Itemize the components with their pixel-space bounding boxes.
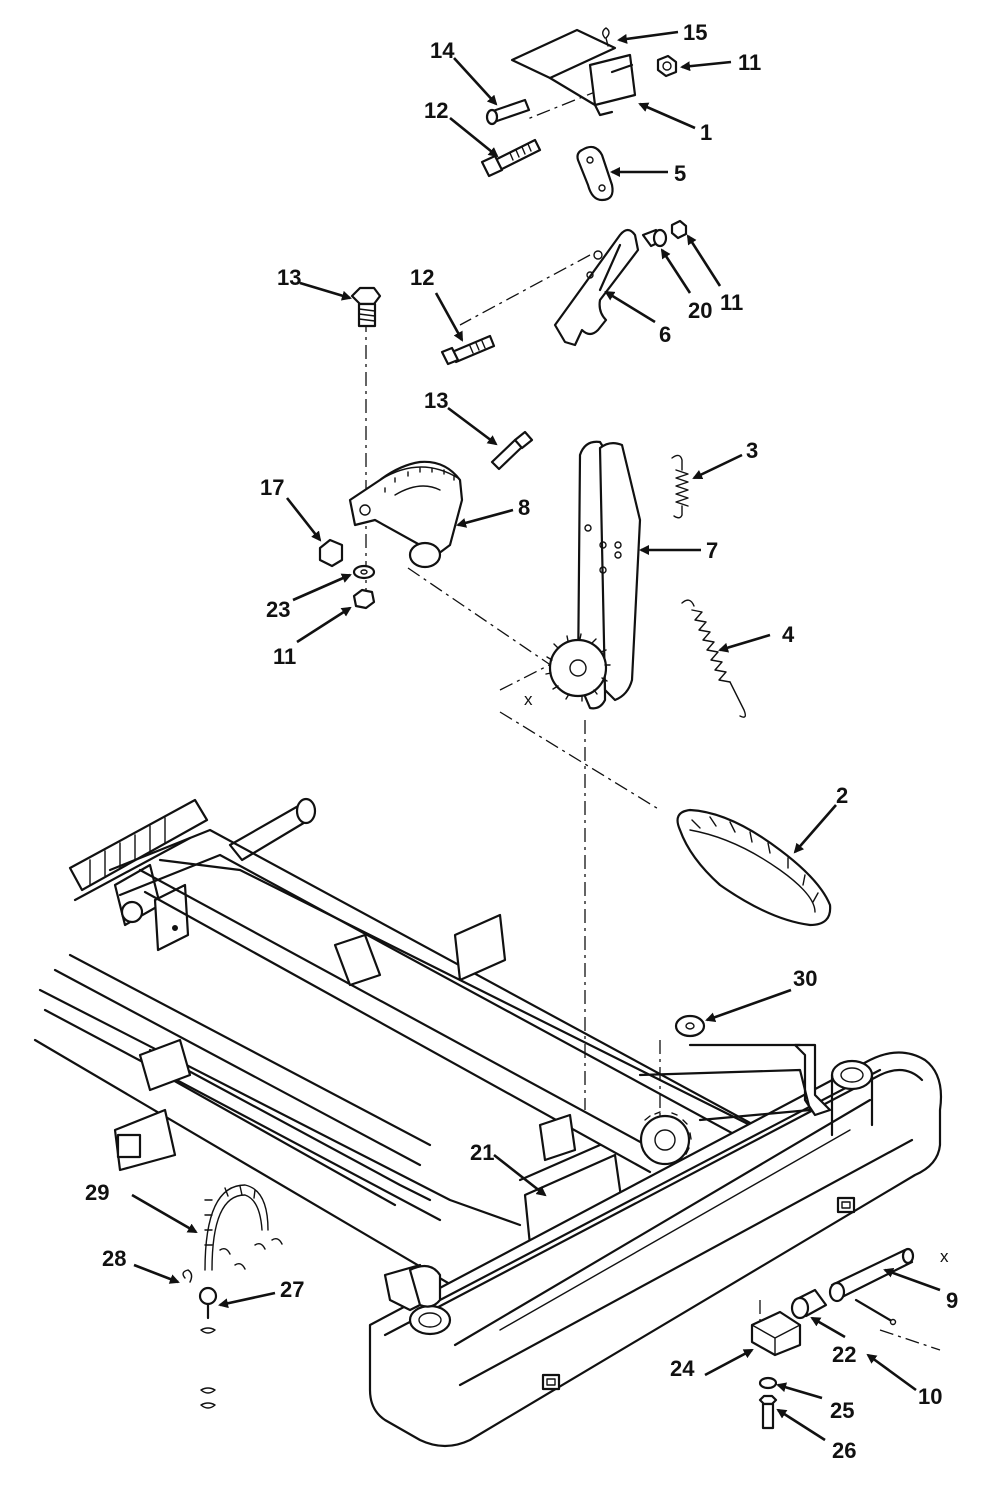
callout-11-low: 11 (273, 644, 296, 669)
part-25-washer (758, 1376, 778, 1390)
bed-frame (33, 797, 943, 1448)
part-5-link (576, 145, 614, 202)
corner-posts (383, 1059, 874, 1336)
leader-arrows (131, 30, 941, 1442)
callout-7: 7 (706, 538, 718, 563)
callout-2: 2 (836, 783, 848, 808)
side-rails (33, 828, 802, 1292)
callout-15: 15 (683, 20, 707, 45)
part-6-lever (553, 228, 640, 347)
part-22-bushing (790, 1288, 828, 1320)
callout-13-top: 13 (277, 265, 301, 290)
callout-12-top: 12 (424, 98, 448, 123)
callout-25: 25 (830, 1398, 854, 1423)
frame-feet (541, 1196, 856, 1391)
cross-members (113, 913, 627, 1247)
callout-13-mid: 13 (424, 388, 448, 413)
part-29-chain (204, 1184, 283, 1271)
callout-10: 10 (918, 1384, 942, 1409)
part-10-cotter (854, 1298, 897, 1326)
part-23-washer (352, 564, 376, 580)
callout-5: 5 (674, 161, 686, 186)
part-27-eyebolt (198, 1286, 218, 1409)
part-2-chain (676, 808, 832, 927)
part-1-bracket (510, 28, 637, 117)
callout-29: 29 (85, 1180, 109, 1205)
callout-24: 24 (670, 1356, 695, 1381)
arm-sprocket (545, 633, 611, 702)
callout-8: 8 (518, 495, 530, 520)
part-11-nut-lower (352, 588, 376, 610)
part-8-sector (348, 460, 464, 569)
x-marker-left: x (524, 690, 533, 709)
part-24-clamp (750, 1310, 802, 1357)
callout-26: 26 (832, 1438, 856, 1463)
callout-labels: 15 11 14 12 1 5 13 12 20 11 6 13 3 17 8 … (85, 20, 958, 1463)
part-11-nut-mid (670, 219, 688, 240)
callout-9: 9 (946, 1288, 958, 1313)
callout-3: 3 (746, 438, 758, 463)
callout-21: 21 (470, 1140, 494, 1165)
part-17-spacer (318, 538, 344, 568)
part-13-bolt (350, 286, 382, 328)
part-12-bolt-mid (440, 334, 496, 366)
part-14-pin (485, 98, 531, 126)
corner-bracket (638, 1043, 832, 1122)
part-13-bolt-angled (490, 430, 534, 471)
callout-22: 22 (832, 1342, 856, 1367)
callout-1: 1 (700, 120, 712, 145)
callout-30: 30 (793, 966, 817, 991)
assembly-lines (365, 89, 941, 1351)
callout-20: 20 (688, 298, 712, 323)
callout-23: 23 (266, 597, 290, 622)
foot-bumper (368, 1051, 943, 1448)
part-4-spring (681, 599, 747, 718)
part-11-nut (656, 54, 678, 78)
part-28-clip (182, 1269, 193, 1283)
part-12-bolt (480, 138, 542, 178)
frame-sprocket (639, 1111, 692, 1166)
callout-17: 17 (260, 475, 284, 500)
head-section (68, 797, 317, 952)
callout-11-mid: 11 (720, 290, 743, 315)
callout-11-top: 11 (738, 50, 761, 75)
part-20-bushing (641, 228, 668, 248)
callout-4: 4 (782, 622, 795, 647)
callout-6: 6 (659, 322, 671, 347)
part-15-clip (602, 27, 610, 47)
callout-12-mid: 12 (410, 265, 434, 290)
part-30-washer (674, 1014, 706, 1038)
callout-28: 28 (102, 1246, 126, 1271)
part-3-spring (671, 454, 689, 519)
callout-14: 14 (430, 38, 455, 63)
part-9-pin (828, 1247, 915, 1303)
part-26-bolt (758, 1394, 778, 1430)
callout-27: 27 (280, 1277, 304, 1302)
x-marker-right: x (940, 1247, 949, 1266)
